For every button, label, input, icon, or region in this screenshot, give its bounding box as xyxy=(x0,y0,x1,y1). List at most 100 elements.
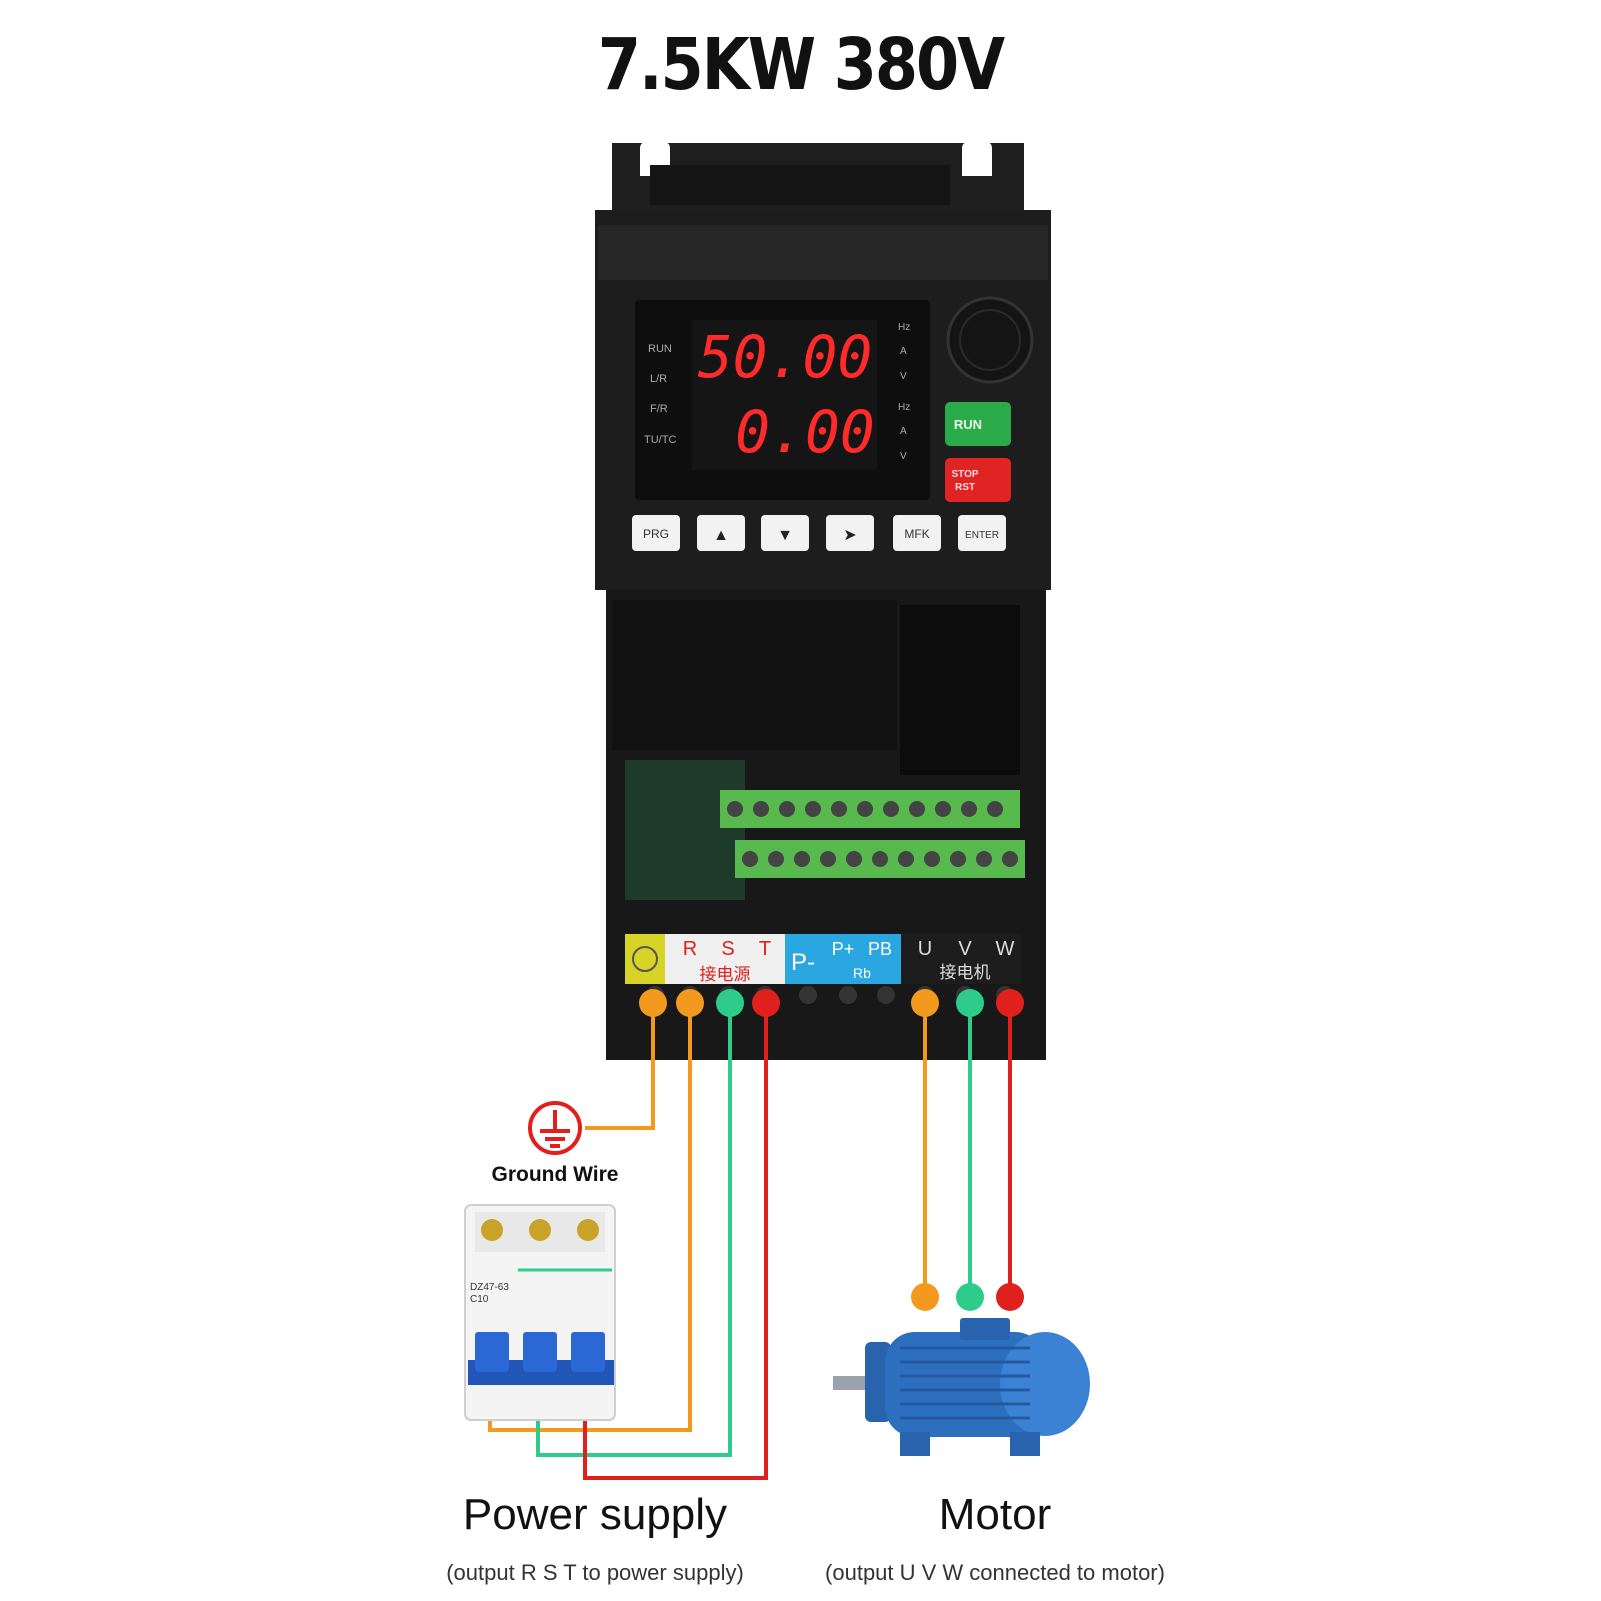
motor-subtitle: (output U V W connected to motor) xyxy=(825,1560,1165,1585)
breaker-lever-3 xyxy=(571,1332,605,1372)
breaker-screw-2-icon xyxy=(529,1219,551,1241)
terminal-r-label: R xyxy=(683,938,697,960)
terminal-pminus-label: P- xyxy=(791,949,815,976)
led-window xyxy=(692,320,877,470)
power-cn-label: 接电源 xyxy=(700,965,751,984)
prg-button[interactable] xyxy=(632,515,680,551)
terminal-screw-icon xyxy=(950,851,966,867)
terminal-screw-icon xyxy=(820,851,836,867)
motor-title: Motor xyxy=(938,1490,1052,1539)
terminal-screws xyxy=(727,801,1018,867)
terminal-screw-icon xyxy=(976,851,992,867)
unit-a-2: A xyxy=(900,426,907,437)
unit-a-1: A xyxy=(900,346,907,357)
ground-wire-label: Ground Wire xyxy=(491,1163,619,1186)
brake-resistor-label: Rb xyxy=(853,965,871,981)
terminal-screw-icon xyxy=(857,801,873,817)
terminal-screw-icon xyxy=(831,801,847,817)
right-button[interactable] xyxy=(826,515,874,551)
motor-body xyxy=(885,1332,1045,1437)
terminal-s-label: S xyxy=(721,938,734,960)
terminal-screw-icon xyxy=(935,801,951,817)
wire-t xyxy=(583,1005,768,1480)
mfk-label: MFK xyxy=(904,527,929,541)
mfk-button[interactable] xyxy=(893,515,941,551)
circuit-breaker: DZ47-63 C10 xyxy=(464,1204,616,1421)
button-labels: RUN STOP RST PRG ▲ ▼ ➤ MFK ENTER xyxy=(643,417,999,544)
vfd-drive xyxy=(595,140,1051,1060)
up-arrow-icon: ▲ xyxy=(713,527,729,544)
terminal-u-label: U xyxy=(918,938,932,960)
right-arrow-icon: ➤ xyxy=(843,527,856,544)
terminal-screw-icon xyxy=(779,801,795,817)
terminal-screw-icon xyxy=(924,851,940,867)
terminal-screw-icon xyxy=(1002,851,1018,867)
display-text: 50.00 0.00 RUN L/R F/R TU/TC Hz A V Hz A… xyxy=(644,322,910,466)
breaker-lever-2 xyxy=(523,1332,557,1372)
unit-hz-1: Hz xyxy=(898,322,910,333)
motor-illustration xyxy=(833,1318,1090,1456)
terminal-screw-icon xyxy=(909,801,925,817)
ground-wire xyxy=(585,1005,655,1130)
page-title: 7.5KW 380V xyxy=(597,22,1005,107)
terminal-screw-icon xyxy=(846,851,862,867)
cover-module xyxy=(900,605,1020,775)
run-button[interactable] xyxy=(945,402,1011,446)
terminal-t-label: T xyxy=(759,938,771,960)
terminal-v-label: V xyxy=(958,938,972,960)
ground-symbol-icon xyxy=(528,1101,582,1155)
terminal-screw-icon xyxy=(898,851,914,867)
uvw-label-strip xyxy=(901,934,1021,984)
wire-s xyxy=(536,1005,732,1457)
brake-label-tile xyxy=(821,934,901,984)
motor-cn-label: 接电机 xyxy=(940,963,991,982)
wires xyxy=(488,1005,1012,1480)
down-button[interactable] xyxy=(761,515,809,551)
enter-label: ENTER xyxy=(965,530,999,541)
motor-foot-left xyxy=(900,1432,930,1456)
control-pcb xyxy=(625,760,745,900)
motor-fan-cover xyxy=(1000,1332,1090,1436)
terminal-screw-icon xyxy=(961,801,977,817)
terminal-screw-icon xyxy=(794,851,810,867)
breaker-lever-1 xyxy=(475,1332,509,1372)
breaker-rating: C10 xyxy=(470,1294,489,1305)
terminal-labels: R S T 接电源 P- P+ PB Rb U V W 接电机 xyxy=(683,938,1015,984)
prg-label: PRG xyxy=(643,527,669,541)
display-sub-value: 0.00 xyxy=(735,398,875,466)
stop-label: STOP xyxy=(951,469,978,480)
up-button[interactable] xyxy=(697,515,745,551)
enter-button[interactable] xyxy=(958,515,1006,551)
display-main-value: 50.00 xyxy=(698,323,873,391)
reset-label: RST xyxy=(955,482,975,493)
terminal-screw-icon xyxy=(883,801,899,817)
indicator-tutc: TU/TC xyxy=(644,434,676,446)
terminal-screw-icon xyxy=(805,801,821,817)
indicator-fr: F/R xyxy=(650,403,668,415)
terminal-pplus-label: P+ xyxy=(832,939,855,959)
motor-shaft xyxy=(833,1376,873,1390)
ground-tile-icon xyxy=(632,946,658,972)
unit-v-2: V xyxy=(900,451,907,462)
run-label: RUN xyxy=(954,417,982,432)
unit-v-1: V xyxy=(900,371,907,382)
housing-ridge xyxy=(598,225,1048,280)
stop-reset-button[interactable] xyxy=(945,458,1011,502)
terminal-w-label: W xyxy=(996,938,1015,960)
power-supply-title: Power supply xyxy=(462,1490,728,1539)
indicator-lr: L/R xyxy=(650,373,667,385)
terminal-screw-icon xyxy=(872,851,888,867)
rst-label-strip xyxy=(665,934,785,958)
terminal-screw-icon xyxy=(768,851,784,867)
terminal-pb-label: PB xyxy=(868,939,892,959)
terminal-screw-icon xyxy=(987,801,1003,817)
power-supply-subtitle: (output R S T to power supply) xyxy=(446,1560,744,1585)
breaker-screw-3-icon xyxy=(577,1219,599,1241)
terminal-screw-icon xyxy=(753,801,769,817)
unit-hz-2: Hz xyxy=(898,402,910,413)
down-arrow-icon: ▼ xyxy=(777,527,793,544)
fan-cover xyxy=(650,165,950,205)
mount-hole-right-icon xyxy=(962,140,992,176)
internal-cavity xyxy=(612,600,897,750)
breaker-screw-1-icon xyxy=(481,1219,503,1241)
